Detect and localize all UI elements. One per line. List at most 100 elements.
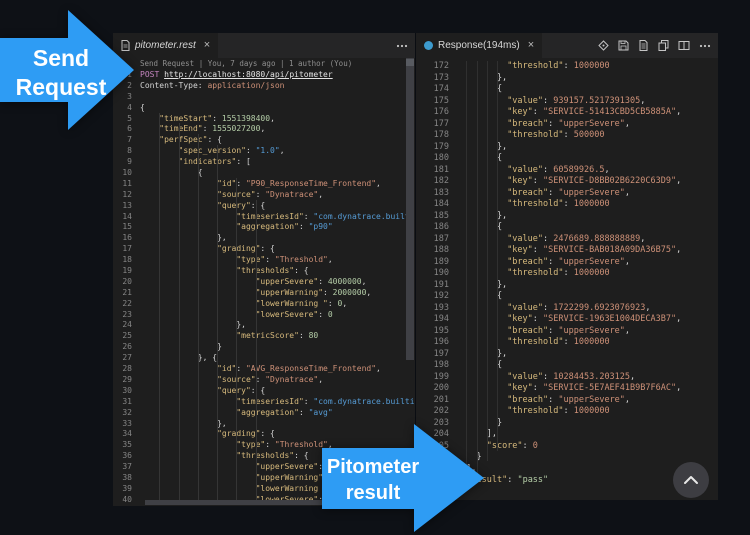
request-editor[interactable]: Send Request | You, 7 days ago | 1 autho… [113,58,415,506]
line-number: 172 [433,61,449,71]
line-number: 7 [127,135,132,145]
line-number: 25 [122,331,132,341]
line-number: 197 [433,348,449,359]
line-number: 30 [122,385,132,395]
line-number: 204 [433,429,449,439]
code-line: 194 "key": "SERVICE-1963E1004DECA3B7", [416,314,718,326]
indent-guide [487,61,488,461]
code-line: 33 }, [113,419,415,430]
code-line: 204 ], [416,429,718,441]
close-tab-icon[interactable]: × [203,39,211,51]
indent-guide [179,123,180,503]
more-actions-icon[interactable] [396,44,408,48]
line-number: 27 [122,353,132,363]
code-line: 30 "query": { [113,386,415,397]
line-number: 33 [122,418,132,428]
code-line: 25 "metricScore": 80 [113,331,415,342]
code-line: 195 "breach": "upperSevere", [416,326,718,338]
save-response-icon[interactable] [618,40,629,51]
line-number: 34 [122,429,132,439]
code-line: 186 { [416,222,718,234]
code-line: 183 "breach": "upperSevere", [416,188,718,200]
send-request-callout: Send Request [2,44,120,102]
code-line: 190 "threshold": 1000000 [416,268,718,280]
tab-response[interactable]: Response(194ms) × [416,33,543,58]
callout-line: result [345,482,401,504]
code-line: 192 { [416,291,718,303]
code-line: 182 "key": "SERVICE-D8BB02B6220C63D9", [416,176,718,188]
line-number: 26 [122,342,132,352]
line-number: 188 [433,245,449,255]
code-line: 199 "value": 10284453.203125, [416,372,718,384]
code-line: 202 "threshold": 1000000 [416,406,718,418]
code-line: 10 { [113,168,415,179]
line-number: 24 [122,320,132,330]
code-line: 8 "spec_version": "1.0", [113,146,415,157]
send-request-codelens-link[interactable]: Send Request [140,59,195,68]
code-line: 176 "key": "SERVICE-51413CBD5CB5885A", [416,107,718,119]
horizontal-scrollbar[interactable] [145,500,383,505]
line-number: 173 [433,72,449,83]
line-number: 203 [433,417,449,428]
line-number: 196 [433,337,449,347]
line-number: 8 [127,146,132,156]
line-number: 13 [122,200,132,210]
code-line: 200 "key": "SERVICE-5E7AEF41B9B7F6AC", [416,383,718,395]
code-line: 178 "threshold": 500000 [416,130,718,142]
line-number: 185 [433,210,449,221]
split-editor-icon[interactable] [678,40,690,51]
line-number: 202 [433,406,449,416]
code-line: 184 "threshold": 1000000 [416,199,718,211]
close-tab-icon[interactable]: × [527,39,535,51]
line-number: 186 [433,222,449,232]
code-line: 36 "thresholds": { [113,451,415,462]
scroll-to-top-button[interactable] [673,462,709,498]
indent-guide [477,61,478,481]
line-number: 18 [122,255,132,265]
send-request-arrow [0,10,134,130]
code-line: 22 "lowerWarning ": 0, [113,299,415,310]
line-number: 40 [122,494,132,504]
indent-guide [256,200,257,503]
line-number: 180 [433,153,449,163]
vertical-scrollbar[interactable] [406,58,414,360]
save-response-body-icon[interactable] [638,40,649,51]
request-editor-pane: pitometer.rest × Send Request | You, 7 d… [113,33,415,506]
callout-line: Request [15,74,107,100]
line-number: 17 [122,244,132,254]
code-line: 187 "value": 2476689.888888889, [416,234,718,246]
code-line: 6 "timeEnd": 1555027200, [113,124,415,135]
more-actions-icon[interactable] [699,44,711,48]
line-number: 31 [122,396,132,406]
code-line: 173 }, [416,73,718,85]
line-number: 193 [433,302,449,313]
line-number: 4 [127,102,132,112]
code-line: 7 "perfSpec": { [113,135,415,146]
line-number: 16 [122,233,132,243]
line-number: 38 [122,472,132,482]
chevron-up-icon [683,475,699,485]
code-line: 19 "thresholds": { [113,266,415,277]
code-line: 172 "threshold": 1000000 [416,61,718,73]
right-tab-bar: Response(194ms) × [416,33,718,58]
code-line: 23 "lowerSevere": 0 [113,310,415,321]
line-number: 23 [122,309,132,319]
fold-response-icon[interactable] [598,40,609,51]
indent-guide [159,113,160,503]
code-line: 18 "type": "Threshold", [113,255,415,266]
code-line: 16 }, [113,233,415,244]
line-number: 195 [433,325,449,336]
line-number: 184 [433,199,449,209]
line-number: 32 [122,407,132,417]
line-number: 199 [433,371,449,382]
copy-response-body-icon[interactable] [658,40,669,51]
tab-pitometer-rest[interactable]: pitometer.rest × [113,33,219,58]
code-line: 11 "id": "P90_ResponseTime_Frontend", [113,179,415,190]
indent-guide [198,134,199,503]
code-line: 28 "id": "AVG_ResponseTime_Frontend", [113,364,415,375]
line-number: 198 [433,360,449,370]
pitometer-result-arrow [322,424,484,532]
